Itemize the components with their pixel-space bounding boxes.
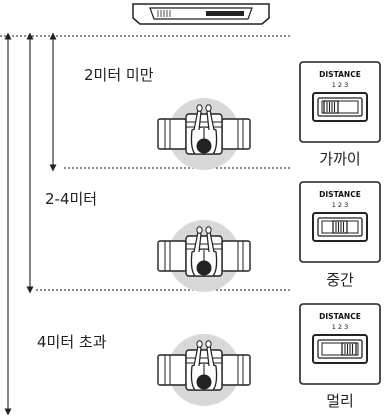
zone-label-near: 2미터 미만 bbox=[84, 66, 154, 84]
tv-icon bbox=[132, 3, 270, 25]
switch-title: DISTANCE bbox=[319, 312, 361, 321]
switch-knob bbox=[332, 220, 348, 234]
switch-title: DISTANCE bbox=[319, 70, 361, 79]
switch-numbers: 1 2 3 bbox=[332, 323, 349, 331]
setting-label-far: 멀리 bbox=[326, 392, 354, 410]
switch-numbers: 1 2 3 bbox=[332, 201, 349, 209]
setting-label-near: 가까이 bbox=[319, 150, 360, 168]
switch-title: DISTANCE bbox=[319, 190, 361, 199]
distance-switch-near: DISTANCE 1 2 3 bbox=[299, 61, 381, 143]
distance-switch-far: DISTANCE 1 2 3 bbox=[299, 303, 381, 385]
viewer-far-icon bbox=[157, 333, 251, 407]
switch-knob bbox=[341, 342, 357, 356]
zone-label-mid: 2-4미터 bbox=[45, 190, 97, 208]
switch-knob bbox=[323, 100, 339, 114]
setting-label-mid: 중간 bbox=[326, 271, 354, 289]
switch-numbers: 1 2 3 bbox=[332, 81, 349, 89]
zone-label-far: 4미터 초과 bbox=[37, 333, 107, 351]
viewer-near-icon bbox=[157, 97, 251, 171]
distance-switch-mid: DISTANCE 1 2 3 bbox=[299, 181, 381, 263]
viewer-mid-icon bbox=[157, 219, 251, 293]
